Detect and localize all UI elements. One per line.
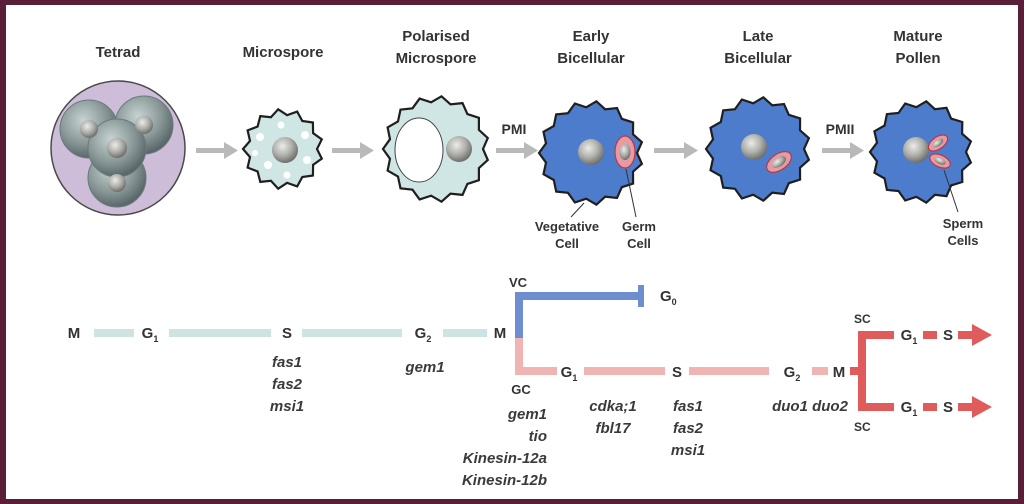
- vegetative-branch: [515, 285, 644, 338]
- premeiotic-cycle-line: [94, 329, 487, 337]
- phase-m1: M: [68, 325, 81, 342]
- gene-gc-s-2: fas2: [673, 420, 704, 437]
- gene-s-2: fas2: [272, 376, 303, 393]
- phase-sc1-s: S: [943, 327, 953, 344]
- sc-label-bottom: SC: [854, 420, 871, 434]
- stage-3-title-line2: Microspore: [396, 50, 477, 67]
- late-vegetative-nucleus: [741, 134, 767, 160]
- phase-gc-s: S: [672, 364, 682, 381]
- gc-label: GC: [511, 382, 531, 397]
- cell-pointers: [570, 168, 959, 218]
- microspore-cell: [241, 107, 324, 191]
- gene-s-1: fas1: [272, 354, 302, 371]
- vacuole: [394, 117, 444, 183]
- polarised-nucleus: [446, 136, 472, 162]
- sperm-arrow-bottom: [972, 396, 992, 418]
- gene-gc-s-3: msi1: [671, 442, 705, 459]
- pollen-development-diagram: Tetrad Microspore Polarised Microspore E…: [50, 28, 992, 489]
- mature-vegetative-nucleus: [903, 137, 929, 163]
- sperm-arrow-top: [972, 324, 992, 346]
- gene-gc-2: tio: [529, 428, 547, 445]
- early-bicellular-cell: [537, 99, 644, 207]
- phase-labels: M G1 S G2 M VC G0 GC G1 S G2 M SC SC G1 …: [68, 275, 953, 434]
- polarised-microspore-cell: [381, 94, 490, 204]
- pmii-label: PMII: [826, 121, 855, 137]
- gene-gc-g2-1: duo1 duo2: [772, 398, 848, 415]
- stage-1-title: Tetrad: [96, 44, 141, 61]
- germ-cell-label-line2: Cell: [627, 236, 651, 251]
- germ-cell-label-line1: Germ: [622, 219, 656, 234]
- gene-gc-g1-2: fbl17: [595, 420, 631, 437]
- sperm-cells-label-line1: Sperm: [943, 216, 983, 231]
- gene-gc-3: Kinesin-12a: [463, 450, 547, 467]
- tetrad-cell: [50, 80, 186, 216]
- gene-gc-4: Kinesin-12b: [462, 472, 547, 489]
- arrow-pmi: [496, 142, 538, 159]
- phase-gc-g2: G2: [784, 364, 801, 383]
- stage-5-title-line1: Late: [743, 28, 774, 45]
- pmi-label: PMI: [502, 121, 527, 137]
- gene-s-3: msi1: [270, 398, 304, 415]
- phase-sc2-g1: G1: [901, 399, 918, 418]
- phase-gc-g1: G1: [561, 364, 578, 383]
- stage-6-title-line1: Mature: [893, 28, 942, 45]
- sperm-branches: [850, 324, 992, 418]
- vegetative-nucleus: [578, 139, 604, 165]
- phase-gc-m: M: [833, 364, 846, 381]
- arrow-pmii: [822, 142, 864, 159]
- phase-sc2-s: S: [943, 399, 953, 416]
- figure-frame: Tetrad Microspore Polarised Microspore E…: [6, 5, 1018, 499]
- stage-5-title-line2: Bicellular: [724, 50, 792, 67]
- stage-4-title-line1: Early: [573, 28, 610, 45]
- phase-g2: G2: [415, 325, 432, 344]
- gene-gc-1: gem1: [507, 406, 547, 423]
- vc-label: VC: [509, 275, 528, 290]
- arrow-1: [196, 142, 238, 159]
- stage-3-title-line1: Polarised: [402, 28, 470, 45]
- gene-lists: fas1 fas2 msi1 gem1 gem1 tio Kinesin-12a…: [270, 354, 849, 489]
- vegetative-cell-label-line2: Cell: [555, 236, 579, 251]
- gene-g2-1: gem1: [404, 359, 444, 376]
- stage-4-title-line2: Bicellular: [557, 50, 625, 67]
- phase-sc1-g1: G1: [901, 327, 918, 346]
- mature-pollen-cell: [868, 99, 973, 205]
- phase-s1: S: [282, 325, 292, 342]
- phase-g1: G1: [142, 325, 159, 344]
- arrow-4: [654, 142, 698, 159]
- germ-branch: [515, 338, 828, 375]
- phase-m2: M: [494, 325, 507, 342]
- gene-gc-g1-1: cdka;1: [589, 398, 637, 415]
- gene-gc-s-1: fas1: [673, 398, 703, 415]
- stage-2-title: Microspore: [243, 44, 324, 61]
- stage-6-title-line2: Pollen: [895, 50, 940, 67]
- vegetative-cell-label-line1: Vegetative: [535, 219, 599, 234]
- arrow-2: [332, 142, 374, 159]
- phase-g0: G0: [660, 288, 677, 307]
- late-bicellular-cell: [704, 95, 811, 203]
- stage-titles: Tetrad Microspore Polarised Microspore E…: [96, 28, 943, 67]
- microspore-nucleus: [272, 137, 298, 163]
- sperm-cells-label-line2: Cells: [947, 233, 978, 248]
- sc-label-top: SC: [854, 312, 871, 326]
- stage-arrows: [196, 142, 864, 159]
